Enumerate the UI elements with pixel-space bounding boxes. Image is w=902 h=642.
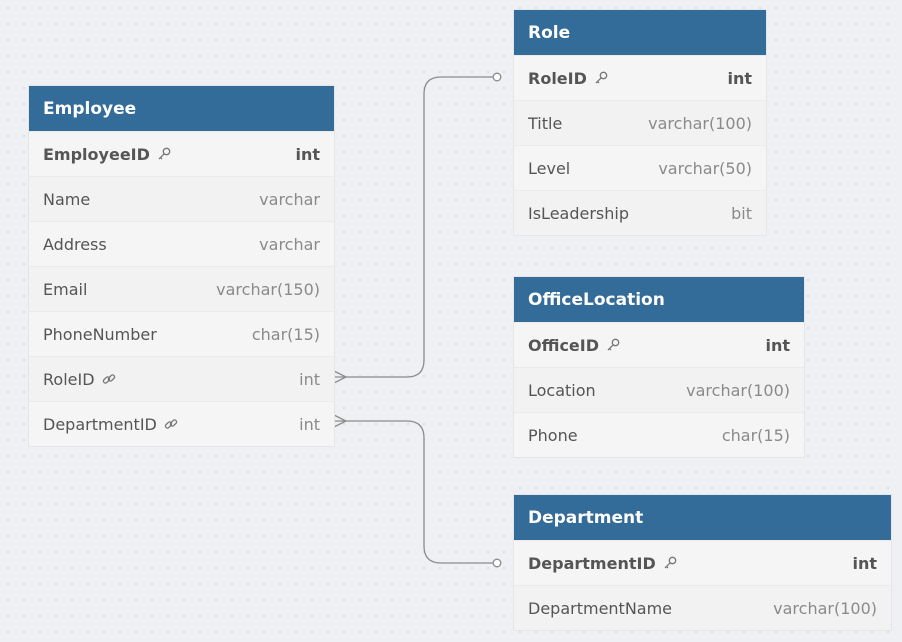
- primary-key-icon: [662, 555, 678, 571]
- column-name: OfficeID: [528, 335, 600, 355]
- primary-key-icon: [593, 70, 609, 86]
- column-type: varchar(150): [216, 279, 320, 299]
- column-row-departmentid[interactable]: DepartmentID int: [514, 540, 891, 585]
- column-type: varchar(100): [686, 380, 790, 400]
- table-role[interactable]: Role RoleID int Title varchar(100) Level…: [514, 10, 766, 235]
- column-row-location[interactable]: Location varchar(100): [514, 367, 804, 412]
- column-row-address[interactable]: Address varchar: [29, 221, 334, 266]
- relationship-employee-department[interactable]: [334, 420, 495, 564]
- column-row-level[interactable]: Level varchar(50): [514, 145, 766, 190]
- one-end-department-marker: [492, 558, 502, 568]
- column-name: RoleID: [528, 68, 587, 88]
- table-employee[interactable]: Employee EmployeeID int Name varchar Add…: [29, 86, 334, 446]
- primary-key-icon: [605, 337, 621, 353]
- column-row-title[interactable]: Title varchar(100): [514, 100, 766, 145]
- column-type: int: [295, 144, 320, 164]
- many-end-department-crowfoot: [333, 414, 348, 428]
- table-header[interactable]: Department: [514, 495, 891, 540]
- table-officelocation[interactable]: OfficeLocation OfficeID int Location var…: [514, 277, 804, 457]
- column-type: varchar(100): [773, 598, 877, 618]
- column-row-roleid[interactable]: RoleID int: [514, 55, 766, 100]
- column-name: DepartmentID: [528, 553, 656, 573]
- column-name: IsLeadership: [528, 203, 629, 223]
- column-name: Name: [43, 189, 91, 209]
- column-name: Title: [528, 113, 563, 133]
- column-name: Address: [43, 234, 107, 254]
- column-row-officeid[interactable]: OfficeID int: [514, 322, 804, 367]
- primary-key-icon: [156, 146, 172, 162]
- column-type: int: [852, 553, 877, 573]
- column-row-departmentid[interactable]: DepartmentID int: [29, 401, 334, 446]
- column-type: char(15): [251, 324, 320, 344]
- column-type: int: [727, 68, 752, 88]
- column-name: Level: [528, 158, 571, 178]
- column-row-isleadership[interactable]: IsLeadership bit: [514, 190, 766, 235]
- column-name: Email: [43, 279, 88, 299]
- one-end-role-marker: [492, 72, 502, 82]
- column-type: bit: [731, 203, 752, 223]
- column-type: varchar(100): [648, 113, 752, 133]
- foreign-key-link-icon: [101, 371, 117, 387]
- column-row-employeeid[interactable]: EmployeeID int: [29, 131, 334, 176]
- column-name: RoleID: [43, 369, 95, 389]
- column-name: PhoneNumber: [43, 324, 157, 344]
- column-name: Phone: [528, 425, 578, 445]
- column-type: int: [299, 369, 320, 389]
- column-row-departmentname[interactable]: DepartmentName varchar(100): [514, 585, 891, 630]
- column-type: varchar: [259, 234, 320, 254]
- column-type: char(15): [721, 425, 790, 445]
- column-row-phone[interactable]: Phone char(15): [514, 412, 804, 457]
- column-name: EmployeeID: [43, 144, 150, 164]
- relationship-employee-role[interactable]: [334, 76, 495, 378]
- column-type: varchar(50): [658, 158, 752, 178]
- column-row-email[interactable]: Email varchar(150): [29, 266, 334, 311]
- column-name: DepartmentName: [528, 598, 673, 618]
- column-type: int: [299, 414, 320, 434]
- column-row-phonenumber[interactable]: PhoneNumber char(15): [29, 311, 334, 356]
- column-row-name[interactable]: Name varchar: [29, 176, 334, 221]
- column-type: int: [765, 335, 790, 355]
- foreign-key-link-icon: [163, 416, 179, 432]
- column-type: varchar: [259, 189, 320, 209]
- many-end-role-crowfoot: [333, 370, 348, 384]
- column-name: Location: [528, 380, 596, 400]
- column-name: DepartmentID: [43, 414, 157, 434]
- column-row-roleid[interactable]: RoleID int: [29, 356, 334, 401]
- table-department[interactable]: Department DepartmentID int DepartmentNa…: [514, 495, 891, 630]
- table-header[interactable]: OfficeLocation: [514, 277, 804, 322]
- table-header[interactable]: Role: [514, 10, 766, 55]
- table-header[interactable]: Employee: [29, 86, 334, 131]
